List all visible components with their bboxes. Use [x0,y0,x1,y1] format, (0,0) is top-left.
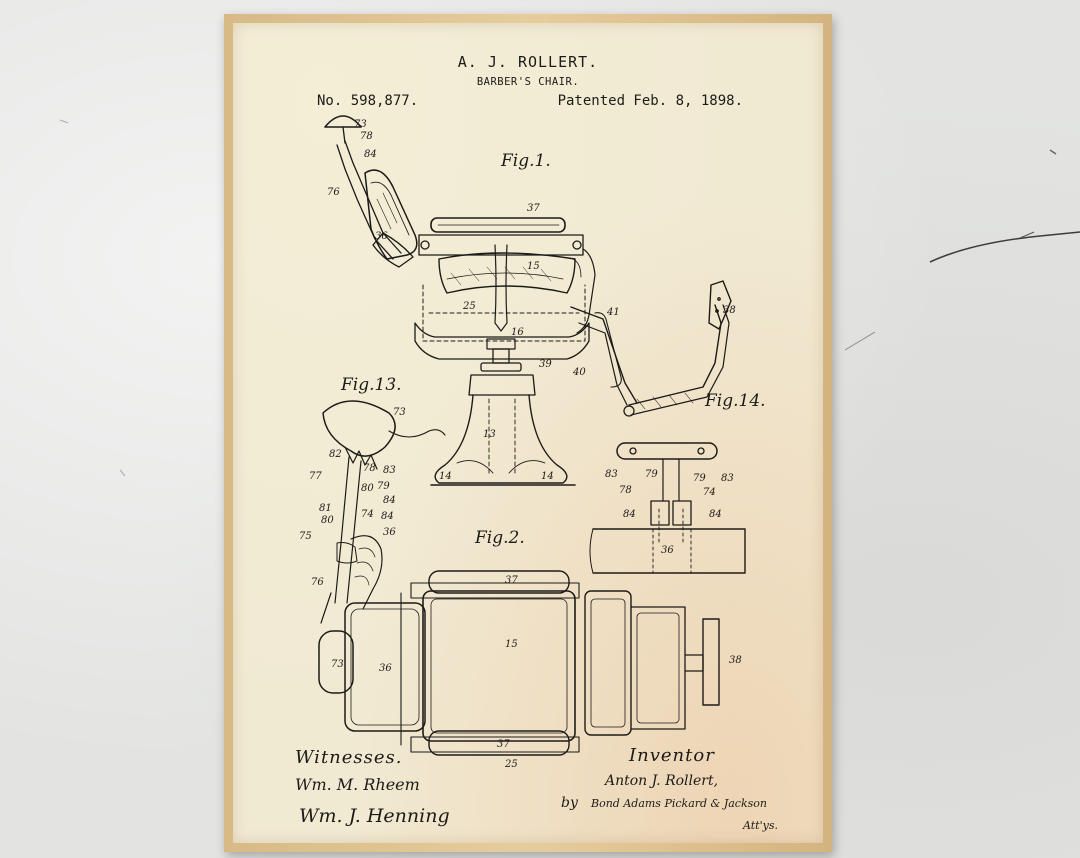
svg-text:15: 15 [527,261,540,272]
svg-text:75: 75 [299,531,312,542]
patent-drawing: 73 78 84 76 36 37 15 25 16 41 39 40 38 1… [299,115,746,770]
svg-text:84: 84 [364,149,377,160]
svg-text:78: 78 [363,463,376,474]
attys-label: Att'ys. [743,819,778,832]
patent-title: BARBER'S CHAIR. [476,76,580,88]
svg-text:80: 80 [321,515,334,526]
svg-text:37: 37 [505,575,518,586]
fig14-bracket-detail [589,442,746,574]
fig1-reference-numerals: 73 78 84 76 36 37 15 25 16 41 39 40 38 1… [327,119,736,482]
fig13-label: Fig.13. [341,375,402,395]
svg-text:79: 79 [693,473,706,484]
inventor-signature: Anton J. Rollert, [605,773,719,789]
svg-text:76: 76 [311,577,324,588]
svg-text:76: 76 [327,187,340,198]
patent-date: Patented Feb. 8, 1898. [557,93,743,109]
fig13-reference-numerals: 73 82 77 78 79 83 84 80 81 80 74 84 36 7… [299,407,406,588]
by-label: by [561,795,578,811]
svg-text:79: 79 [645,469,658,480]
svg-text:83: 83 [605,469,618,480]
witnesses-heading: Witnesses. [295,747,403,768]
svg-text:73: 73 [354,119,367,130]
svg-text:37: 37 [527,203,540,214]
patent-paper: A. J. ROLLERT. BARBER'S CHAIR. No. 598,8… [233,23,823,843]
svg-text:82: 82 [329,449,342,460]
svg-text:38: 38 [723,305,736,316]
svg-text:81: 81 [319,503,332,514]
svg-text:41: 41 [606,307,620,318]
svg-text:78: 78 [619,485,632,496]
fig2-label: Fig.2. [475,528,525,548]
witness-2-signature: Wm. J. Henning [299,805,450,827]
svg-text:84: 84 [383,495,396,506]
svg-text:74: 74 [703,487,716,498]
svg-text:84: 84 [623,509,636,520]
svg-text:36: 36 [661,545,674,556]
svg-text:79: 79 [377,481,390,492]
fig1-label: Fig.1. [501,151,551,171]
inventor-heading: Inventor [629,745,715,766]
svg-text:84: 84 [381,511,394,522]
svg-text:16: 16 [511,327,524,338]
poster-frame: A. J. ROLLERT. BARBER'S CHAIR. No. 598,8… [224,14,832,852]
svg-text:73: 73 [393,407,406,418]
svg-text:36: 36 [375,231,388,242]
svg-text:38: 38 [729,655,742,666]
svg-text:13: 13 [483,429,496,440]
svg-text:36: 36 [383,527,396,538]
svg-text:78: 78 [360,131,373,142]
fig14-reference-numerals: 83 79 79 83 78 74 84 84 36 [605,469,734,556]
svg-text:73: 73 [331,659,344,670]
fig14-label: Fig.14. [705,391,766,411]
patent-inventor-name: A. J. ROLLERT. [457,53,599,71]
svg-text:36: 36 [379,663,392,674]
svg-text:14: 14 [541,471,554,482]
patent-number: No. 598,877. [317,93,419,109]
svg-text:40: 40 [572,367,586,378]
fig13-headrest-detail [320,400,446,624]
svg-text:39: 39 [539,359,552,370]
svg-text:74: 74 [361,509,374,520]
witness-1-signature: Wm. M. Rheem [295,775,420,794]
svg-text:14: 14 [439,471,452,482]
fig1-chair-side-view [324,115,732,486]
svg-text:15: 15 [505,639,518,650]
attorneys-signature: Bond Adams Pickard & Jackson [591,797,767,810]
svg-text:80: 80 [361,483,374,494]
svg-text:84: 84 [709,509,722,520]
svg-text:37: 37 [497,739,510,750]
svg-text:77: 77 [309,471,322,482]
fig2-reference-numerals: 37 73 36 15 38 37 25 [331,575,742,770]
fig2-chair-top-view [318,570,720,756]
svg-text:25: 25 [462,301,476,312]
svg-text:83: 83 [721,473,734,484]
svg-text:25: 25 [504,759,518,770]
svg-text:83: 83 [383,465,396,476]
